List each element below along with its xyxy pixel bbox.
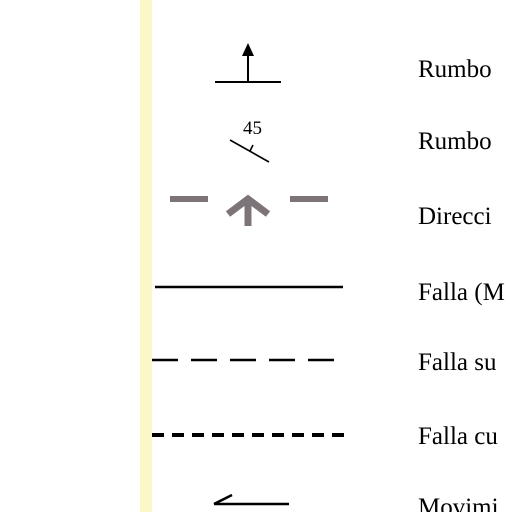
legend-label-6: Falla cu bbox=[418, 423, 498, 450]
direction-arrow-dashed-symbol bbox=[170, 194, 328, 226]
legend-label-5: Falla su bbox=[418, 349, 497, 376]
legend-label-7: Movimi bbox=[418, 494, 499, 512]
strike-arrow-symbol bbox=[215, 43, 281, 83]
left-arrow-symbol bbox=[213, 493, 289, 506]
legend-label-2: Rumbo bbox=[418, 128, 492, 155]
short-dash-line-symbol bbox=[152, 433, 348, 437]
dip-value: 45 bbox=[243, 118, 262, 139]
solid-line-symbol bbox=[155, 285, 343, 289]
legend-label-1: Rumbo bbox=[418, 56, 492, 83]
margin-strip bbox=[140, 0, 152, 512]
long-dash-line-symbol bbox=[152, 358, 347, 362]
legend-label-3: Direcci bbox=[418, 203, 492, 230]
strike-dip-symbol: 45 bbox=[229, 118, 270, 163]
legend-label-4: Falla (M bbox=[418, 279, 505, 306]
